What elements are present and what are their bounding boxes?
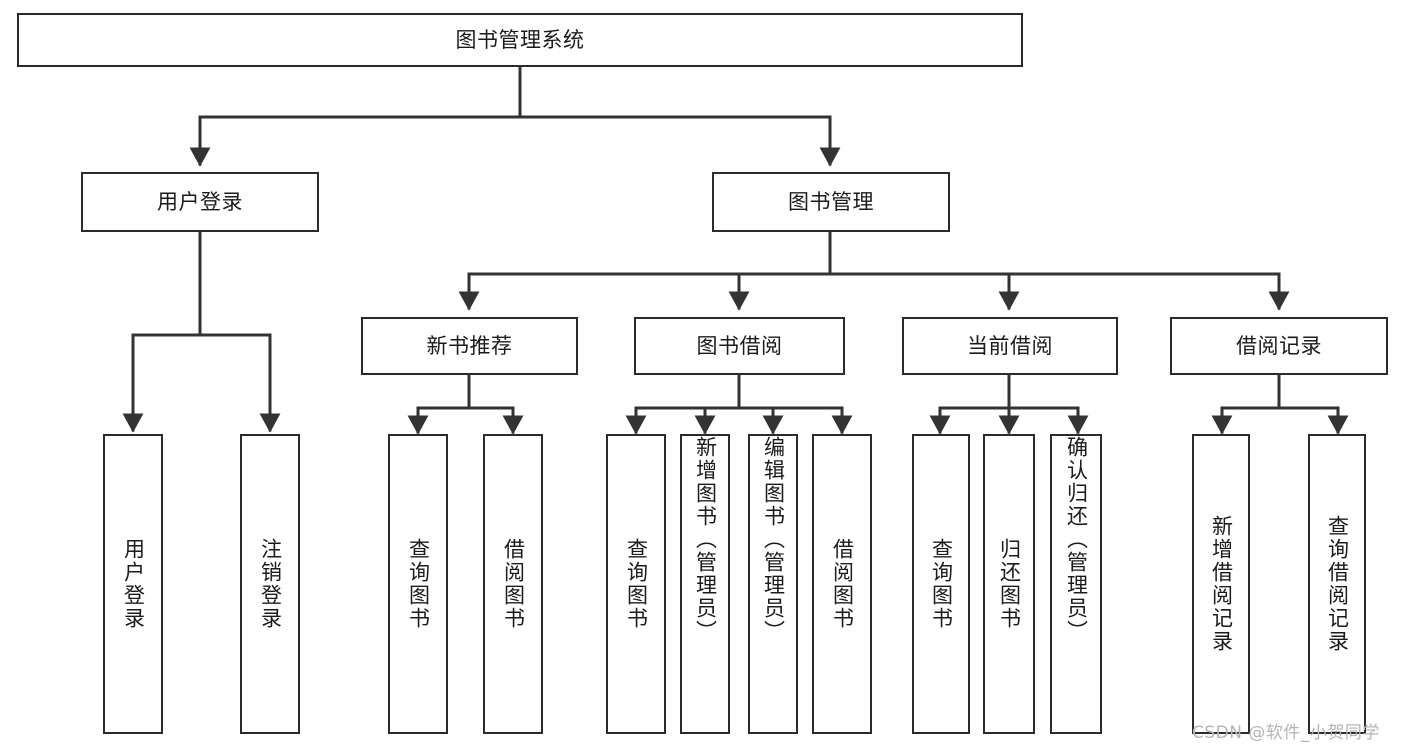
- node-leaf-edit-book[interactable]: 编辑图书（管理员）: [748, 434, 798, 734]
- node-leaf-query-record[interactable]: 查询借阅记录: [1308, 434, 1366, 734]
- csdn-watermark: CSDN @软件_小贺同学: [1192, 723, 1380, 743]
- node-leaf-query-book-3[interactable]: 查询图书: [912, 434, 970, 734]
- node-new-book-rec[interactable]: 新书推荐: [361, 317, 578, 375]
- node-leaf-user-login-label: 用户登录: [121, 538, 146, 630]
- node-leaf-user-logout[interactable]: 注销登录: [240, 434, 300, 734]
- node-book-manage-label: 图书管理: [788, 189, 874, 214]
- node-current-borrow-label: 当前借阅: [967, 333, 1053, 358]
- node-book-manage[interactable]: 图书管理: [712, 172, 950, 232]
- node-leaf-query-record-label: 查询借阅记录: [1325, 515, 1350, 653]
- node-leaf-query-book-2-label: 查询图书: [624, 538, 649, 630]
- node-leaf-add-record[interactable]: 新增借阅记录: [1192, 434, 1250, 734]
- node-borrow-record-label: 借阅记录: [1236, 333, 1322, 358]
- node-borrow-record[interactable]: 借阅记录: [1170, 317, 1388, 375]
- node-leaf-add-book[interactable]: 新增图书（管理员）: [680, 434, 730, 734]
- node-current-borrow[interactable]: 当前借阅: [902, 317, 1118, 375]
- node-user-login-label: 用户登录: [157, 189, 243, 214]
- node-leaf-user-login[interactable]: 用户登录: [103, 434, 163, 734]
- node-book-borrow-label: 图书借阅: [696, 333, 783, 358]
- node-leaf-add-book-label: 新增图书（管理员）: [693, 436, 718, 643]
- node-leaf-return-book-label: 归还图书: [997, 538, 1022, 630]
- node-leaf-confirm-return[interactable]: 确认归还（管理员）: [1050, 434, 1102, 734]
- node-leaf-borrow-book-1-label: 借阅图书: [501, 538, 526, 630]
- node-leaf-return-book[interactable]: 归还图书: [983, 434, 1035, 734]
- node-book-borrow[interactable]: 图书借阅: [634, 317, 845, 375]
- node-user-login[interactable]: 用户登录: [81, 172, 319, 232]
- node-root-label: 图书管理系统: [455, 27, 585, 52]
- node-leaf-borrow-book-2[interactable]: 借阅图书: [812, 434, 872, 734]
- node-leaf-edit-book-label: 编辑图书（管理员）: [761, 436, 786, 643]
- node-leaf-confirm-return-label: 确认归还（管理员）: [1064, 436, 1089, 643]
- node-leaf-user-logout-label: 注销登录: [258, 538, 283, 630]
- node-leaf-query-book-1-label: 查询图书: [406, 538, 431, 630]
- node-leaf-add-record-label: 新增借阅记录: [1209, 515, 1234, 653]
- node-leaf-query-book-2[interactable]: 查询图书: [606, 434, 666, 734]
- node-leaf-query-book-1[interactable]: 查询图书: [388, 434, 448, 734]
- node-leaf-query-book-3-label: 查询图书: [929, 538, 954, 630]
- node-new-book-rec-label: 新书推荐: [426, 333, 513, 358]
- node-leaf-borrow-book-1[interactable]: 借阅图书: [483, 434, 543, 734]
- node-leaf-borrow-book-2-label: 借阅图书: [830, 538, 855, 630]
- node-root[interactable]: 图书管理系统: [17, 13, 1023, 67]
